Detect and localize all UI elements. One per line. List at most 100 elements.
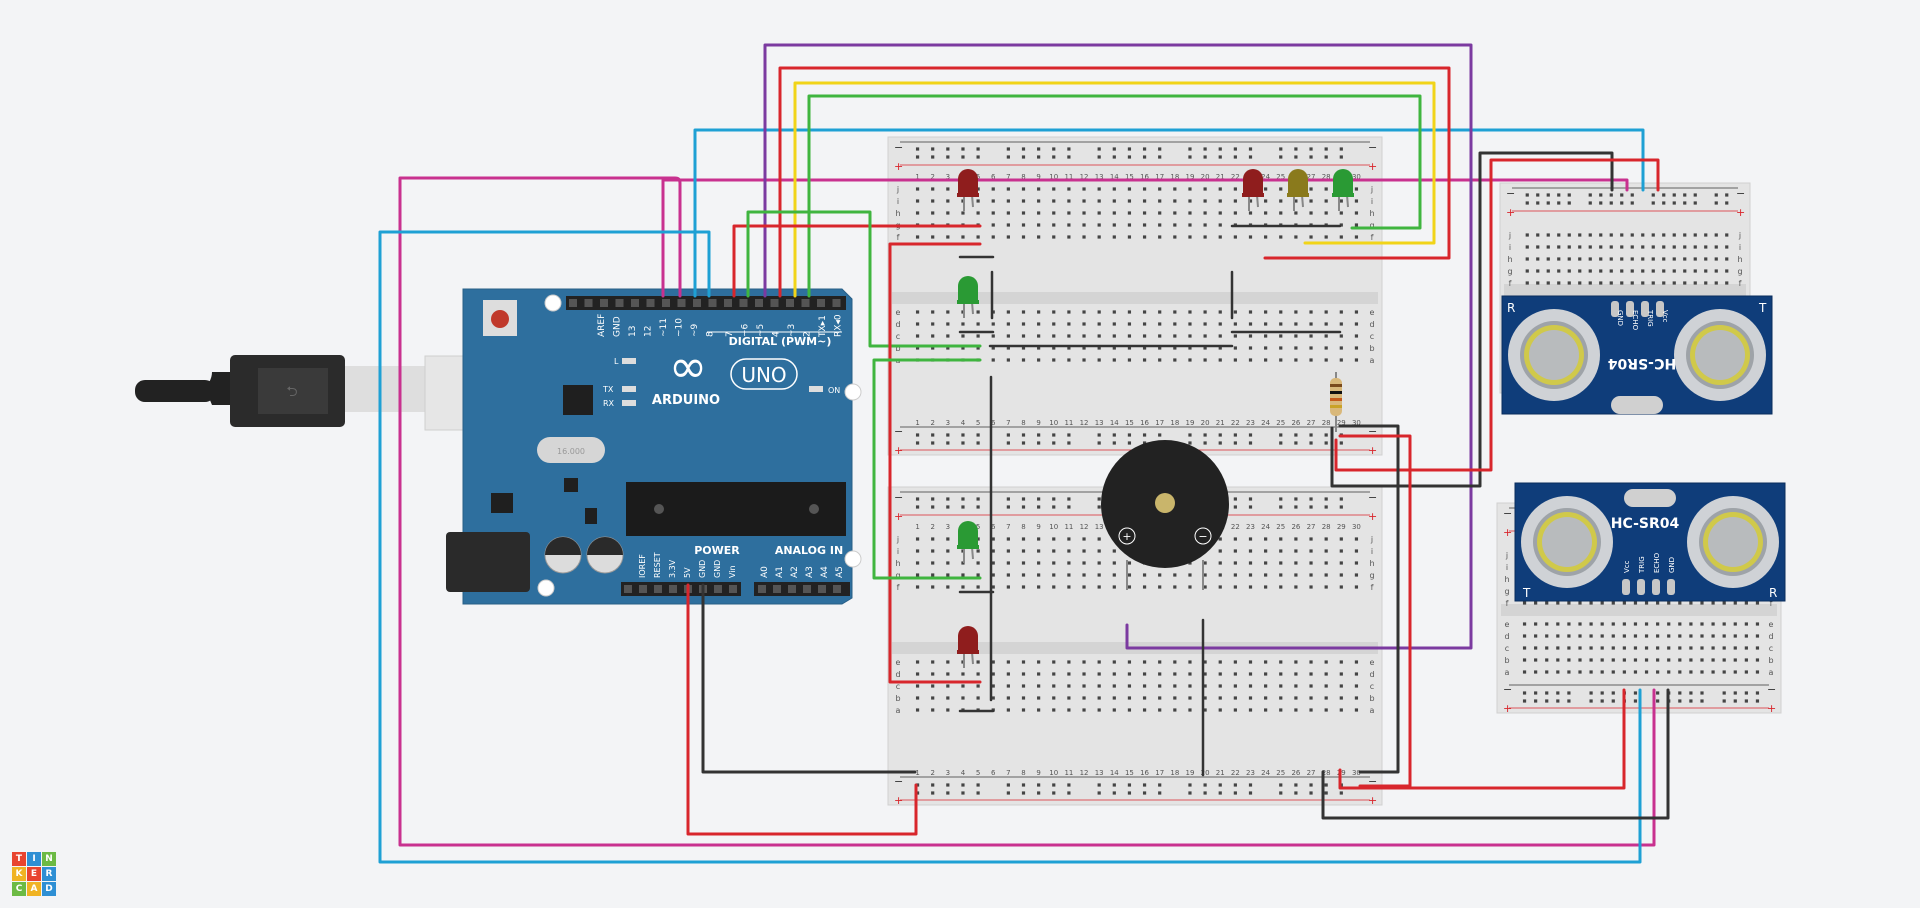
- led-green-left[interactable]: [957, 276, 979, 318]
- header-pin[interactable]: [639, 585, 647, 593]
- led-red-top-left[interactable]: [957, 169, 979, 211]
- wire-red-sensor2-vcc[interactable]: [1338, 688, 1626, 790]
- wire-green-led[interactable]: [807, 94, 1422, 298]
- hole: [961, 235, 965, 239]
- hole: [1067, 549, 1071, 553]
- hole: [1233, 187, 1237, 191]
- header-pin[interactable]: [817, 299, 825, 307]
- header-pin[interactable]: [654, 585, 662, 593]
- hole: [1633, 691, 1638, 695]
- tx-led: [622, 386, 636, 392]
- hole: [1158, 346, 1162, 350]
- resistor[interactable]: [1330, 372, 1342, 432]
- wire-pink-trig-bottom[interactable]: [398, 176, 1656, 847]
- hole: [931, 155, 935, 159]
- header-pin[interactable]: [584, 299, 593, 307]
- hole: [1711, 670, 1715, 674]
- header-pin[interactable]: [833, 585, 841, 593]
- hole: [976, 211, 980, 215]
- wire-yellow-led[interactable]: [793, 81, 1436, 298]
- header-pin[interactable]: [693, 299, 701, 307]
- led-red-bottom[interactable]: [957, 626, 979, 668]
- hole: [1203, 358, 1207, 362]
- wire-red-5v[interactable]: [686, 583, 918, 836]
- header-pin[interactable]: [788, 585, 796, 593]
- header-pin[interactable]: [615, 299, 624, 307]
- led-green-bottom[interactable]: [957, 521, 979, 563]
- wire-red-led[interactable]: [778, 66, 1451, 298]
- hole: [1733, 691, 1737, 695]
- header-pin[interactable]: [724, 299, 732, 307]
- wire-pink-trig-top[interactable]: [661, 178, 1629, 298]
- sensor-pin[interactable]: [1667, 579, 1675, 595]
- hole: [1097, 334, 1101, 338]
- header-pin[interactable]: [755, 299, 763, 307]
- col-number: 17: [1155, 173, 1164, 181]
- wire-green-pin6[interactable]: [746, 210, 982, 348]
- sensor-pin[interactable]: [1637, 579, 1645, 595]
- wire-red-pin7[interactable]: [732, 224, 982, 298]
- header-pin[interactable]: [801, 299, 810, 307]
- led-red-top[interactable]: [1242, 169, 1264, 211]
- hole: [1644, 601, 1649, 605]
- reset-button[interactable]: [491, 310, 509, 328]
- header-pin[interactable]: [818, 585, 826, 593]
- led-green-top[interactable]: [1332, 169, 1354, 211]
- header-pin[interactable]: [803, 585, 811, 593]
- header-pin[interactable]: [662, 299, 670, 307]
- piezo-buzzer[interactable]: +−: [1101, 440, 1229, 590]
- hole: [1233, 783, 1237, 787]
- power-pin-label: RESET: [653, 552, 662, 578]
- wire-blue-echo-bottom[interactable]: [378, 230, 1642, 864]
- r-label: R: [1769, 586, 1777, 600]
- rail-minus: −: [1767, 683, 1776, 696]
- header-pin[interactable]: [714, 585, 722, 593]
- header-pin[interactable]: [600, 299, 608, 307]
- header-pin[interactable]: [669, 585, 677, 593]
- sensor-pin[interactable]: [1611, 301, 1619, 317]
- header-pin[interactable]: [708, 299, 717, 307]
- header-pin[interactable]: [631, 299, 639, 307]
- hole: [1324, 322, 1328, 326]
- sensor-pin[interactable]: [1652, 579, 1660, 595]
- hole: [1536, 201, 1540, 205]
- sensor-pin[interactable]: [1626, 301, 1634, 317]
- header-pin[interactable]: [758, 585, 766, 593]
- wire-black-rail[interactable]: [1338, 424, 1400, 774]
- header-pin[interactable]: [832, 299, 841, 307]
- header-pin[interactable]: [770, 299, 779, 307]
- hole: [1294, 322, 1298, 326]
- sensor-pin[interactable]: [1622, 579, 1630, 595]
- wire-black-gnd[interactable]: [701, 583, 917, 774]
- wire-purple-buzzer[interactable]: [763, 43, 1473, 650]
- wire-red-led-left[interactable]: [888, 242, 982, 684]
- hole: [1203, 147, 1207, 151]
- header-pin[interactable]: [739, 299, 748, 307]
- sensor-pin[interactable]: [1641, 301, 1649, 317]
- row-letter: h: [895, 559, 900, 568]
- wire-black-sensor2-gnd[interactable]: [1321, 688, 1670, 820]
- hole: [1294, 783, 1298, 787]
- hole: [1567, 245, 1571, 249]
- hole: [976, 334, 980, 338]
- header-pin[interactable]: [646, 299, 655, 307]
- wire-red-rail[interactable]: [1338, 434, 1412, 788]
- wire-red-sensor-vcc[interactable]: [1334, 158, 1660, 472]
- header-pin[interactable]: [786, 299, 794, 307]
- header-pin[interactable]: [569, 299, 577, 307]
- wire-green-led-left[interactable]: [872, 358, 982, 580]
- header-pin[interactable]: [677, 299, 686, 307]
- hole: [1052, 147, 1056, 151]
- header-pin[interactable]: [729, 585, 737, 593]
- header-pin[interactable]: [624, 585, 632, 593]
- led-yellow-top[interactable]: [1287, 169, 1309, 211]
- header-pin[interactable]: [773, 585, 781, 593]
- row-letter: h: [895, 209, 900, 218]
- sensor-pin[interactable]: [1656, 301, 1664, 317]
- col-number: 15: [1125, 173, 1134, 181]
- hole: [1021, 561, 1026, 565]
